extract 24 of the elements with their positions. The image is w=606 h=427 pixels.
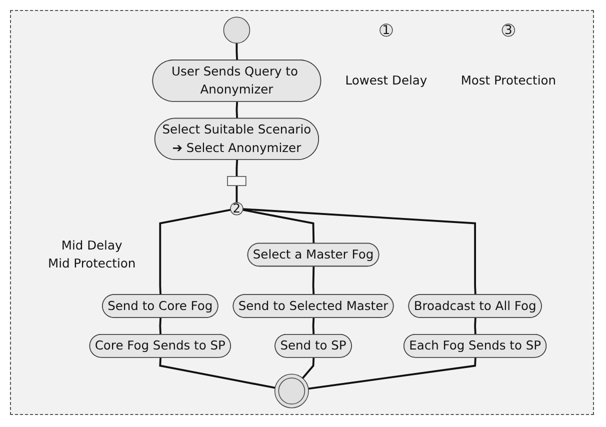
connector <box>236 160 238 176</box>
node-label: Most Protection <box>460 73 556 88</box>
node-circle: 1 <box>380 24 393 37</box>
node-label: Mid Delay <box>61 238 122 252</box>
connector <box>242 208 476 295</box>
node-label: Mid Protection <box>48 256 136 271</box>
node-circle <box>223 16 250 44</box>
connector <box>308 358 476 390</box>
connector <box>302 358 315 379</box>
node-circle: 3 <box>502 24 516 37</box>
connector <box>236 43 238 60</box>
connector <box>159 358 276 389</box>
node-bar <box>227 176 246 186</box>
node-circle: 2 <box>230 202 244 216</box>
connector <box>312 318 315 335</box>
connector <box>236 186 238 202</box>
connector <box>159 318 162 335</box>
connector <box>312 266 315 295</box>
connector <box>236 102 238 119</box>
node-circle <box>274 374 309 408</box>
node-label: Lowest Delay <box>345 73 428 88</box>
connector <box>159 208 231 295</box>
connector <box>242 208 315 244</box>
connector <box>474 318 476 335</box>
